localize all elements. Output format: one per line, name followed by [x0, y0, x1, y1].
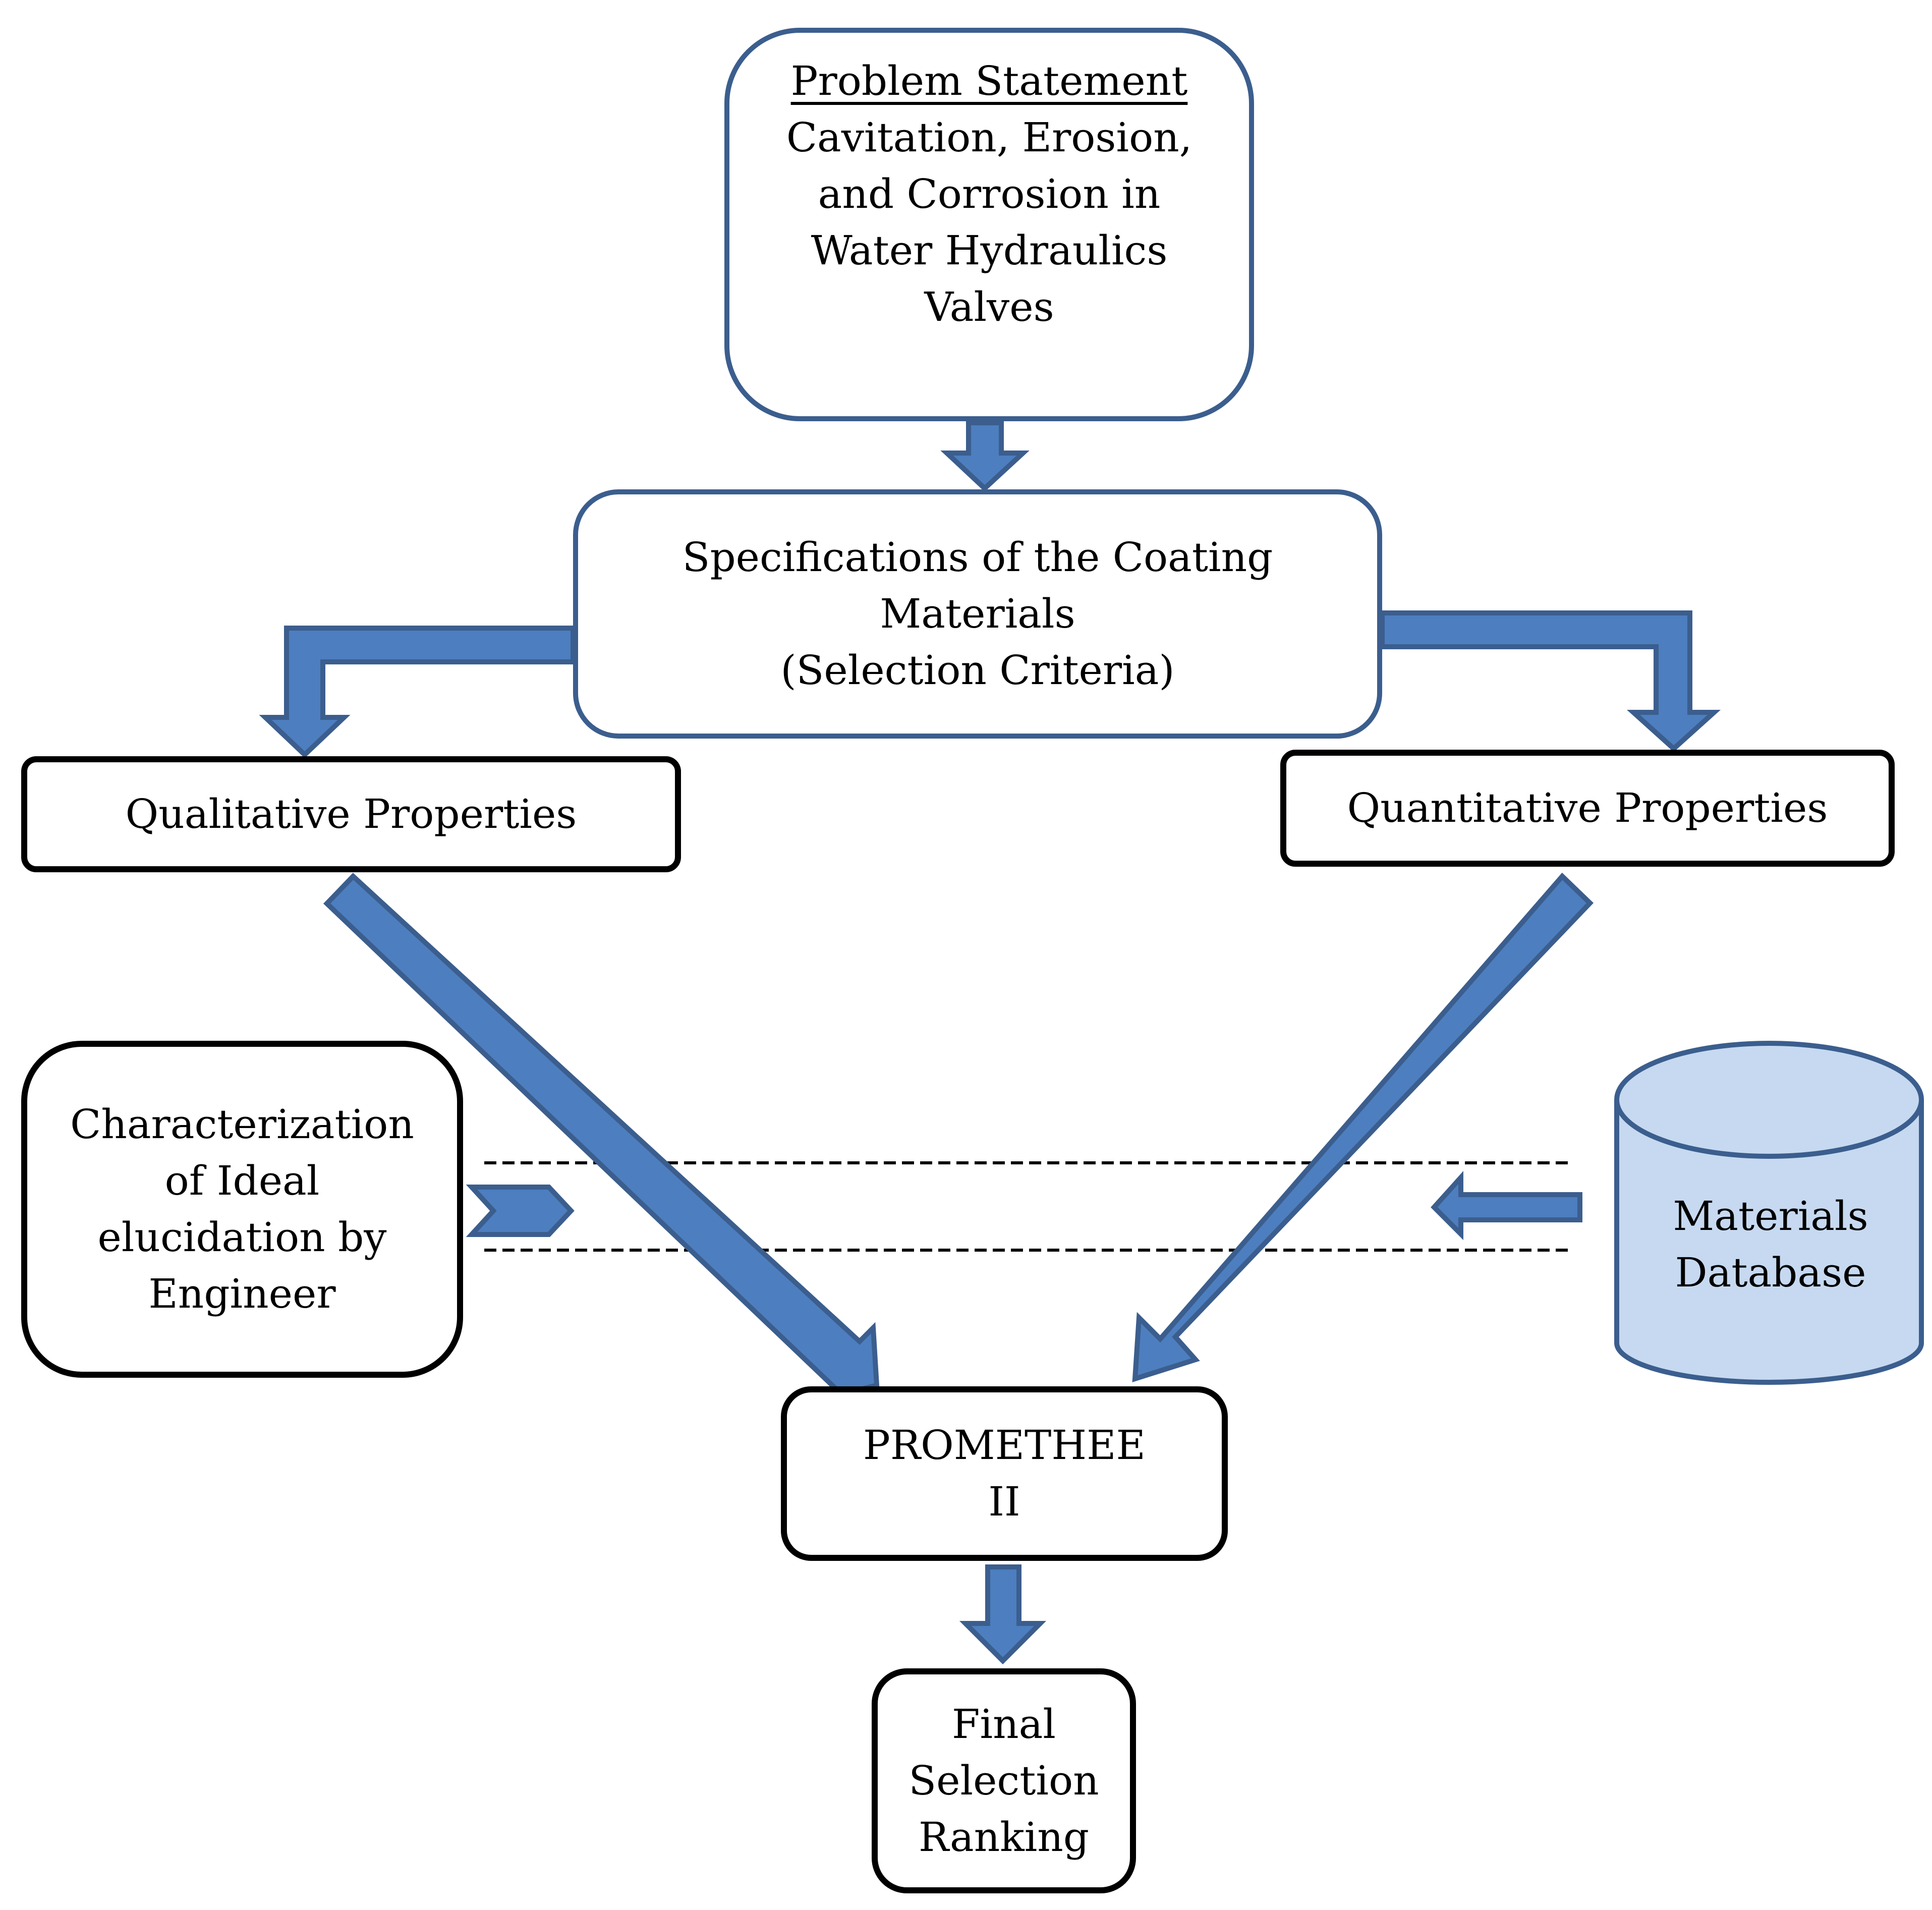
characterization-line-2: of Ideal [164, 1157, 320, 1204]
problem-line-2: and Corrosion in [818, 171, 1161, 217]
arrow-problem-to-spec [940, 420, 1030, 492]
final-selection-box: Final Selection Ranking [872, 1668, 1136, 1893]
database-cylinder-top [1614, 1041, 1924, 1159]
characterization-line-4: Engineer [148, 1270, 336, 1317]
arrow-quantitative-to-promethee [1132, 872, 1594, 1382]
database-cylinder-body [1614, 1100, 1924, 1385]
arrow-spec-to-qualitative [259, 626, 576, 758]
qualitative-label: Qualitative Properties [125, 791, 577, 837]
spec-line-3: (Selection Criteria) [780, 647, 1175, 694]
characterization-box: Characterization of Ideal elucidation by… [21, 1041, 463, 1378]
quantitative-properties-box: Quantitative Properties [1280, 750, 1895, 867]
spec-line-1: Specifications of the Coating [682, 534, 1273, 581]
database-line-2: Database [1675, 1249, 1866, 1296]
promethee-line-2: II [988, 1478, 1020, 1525]
quantitative-label: Quantitative Properties [1347, 784, 1828, 831]
problem-line-3: Water Hydraulics [811, 227, 1168, 274]
arrow-spec-to-quantitative [1380, 610, 1721, 752]
specifications-box: Specifications of the Coating Materials … [573, 489, 1382, 739]
database-label: Materials Database [1619, 1188, 1922, 1301]
problem-line-1: Cavitation, Erosion, [786, 114, 1192, 161]
problem-line-4: Valves [924, 284, 1054, 330]
problem-heading: Problem Statement [790, 58, 1188, 104]
database-cylinder-icon [1614, 1041, 1924, 1385]
problem-statement-box: Problem Statement Cavitation, Erosion, a… [724, 28, 1254, 421]
final-line-1: Final [952, 1701, 1056, 1748]
promethee-line-1: PROMETHEE [863, 1422, 1146, 1469]
spec-line-2: Materials [880, 590, 1075, 637]
qualitative-properties-box: Qualitative Properties [21, 756, 681, 872]
database-line-1: Materials [1673, 1193, 1868, 1240]
characterization-line-1: Characterization [70, 1101, 414, 1148]
promethee-box: PROMETHEE II [781, 1386, 1228, 1561]
arrow-promethee-to-final [959, 1564, 1047, 1665]
final-line-3: Ranking [918, 1814, 1090, 1861]
final-line-2: Selection [908, 1757, 1099, 1804]
arrow-characterization-chevron [466, 1185, 575, 1237]
characterization-line-3: elucidation by [97, 1214, 387, 1261]
arrow-database-to-center [1431, 1170, 1582, 1241]
